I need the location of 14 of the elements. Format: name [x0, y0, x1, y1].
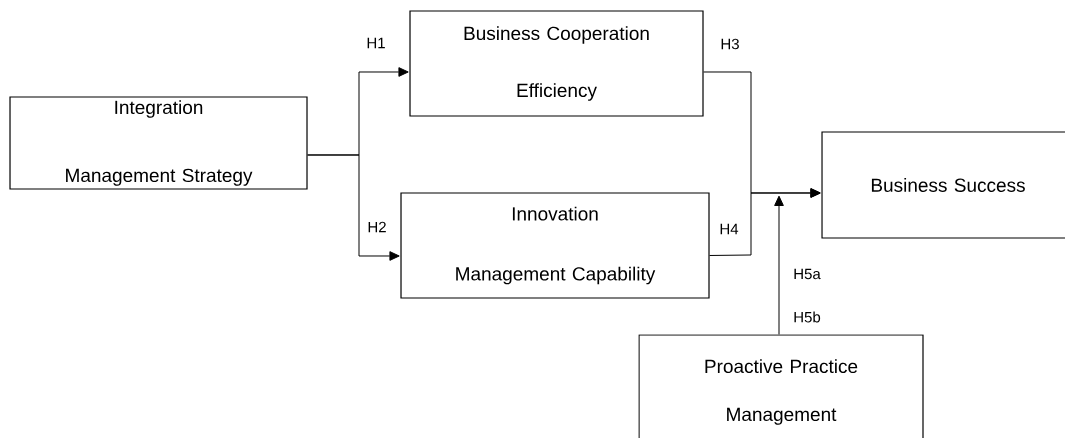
edge-label: H5a [794, 268, 821, 280]
edge-label: H4 [720, 223, 739, 235]
arrow [774, 195, 784, 335]
arrow [709, 188, 821, 256]
concept-box: Business Cooperation Efficiency [409, 10, 704, 117]
hypothesis-label: H5b [794, 311, 821, 323]
arrow [307, 154, 400, 261]
concept-box: Business Success [821, 131, 1065, 239]
concept-box: Integration Management Strategy [9, 96, 308, 190]
edge-label: H3 [721, 38, 739, 50]
concept-box: Innovation Management Capability [400, 192, 710, 299]
concept-box: Proactive Practice Management [638, 334, 924, 438]
edge-label: H2 [368, 221, 386, 233]
edge-label: H1 [367, 37, 385, 49]
